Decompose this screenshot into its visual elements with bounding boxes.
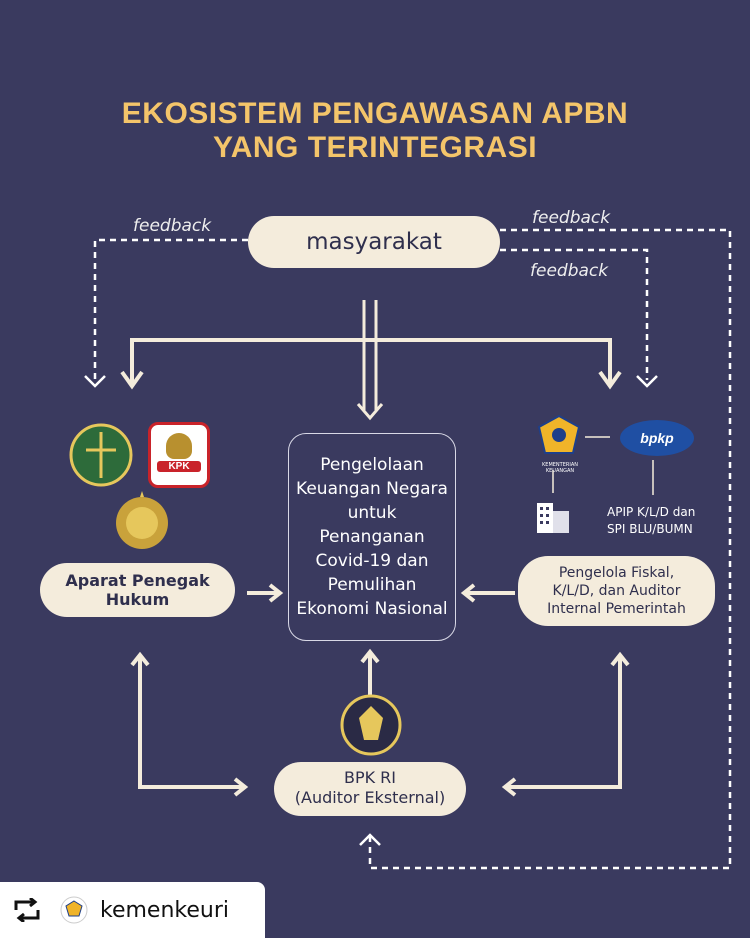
- feedback-label-right-top: feedback: [532, 208, 611, 228]
- left-node-line-2: Hukum: [105, 590, 170, 609]
- feedback-line-right-inner: [500, 248, 649, 380]
- node-bpk-ri: BPK RI (Auditor Eksternal): [274, 762, 466, 816]
- apip-text-line-1: APIP K/L/D dan: [607, 505, 696, 519]
- node-masyarakat: masyarakat: [248, 216, 500, 268]
- kpk-logo-icon: KPK: [148, 422, 210, 488]
- feedback-line-left: [93, 238, 248, 380]
- kemenkeu-logo-icon: [537, 414, 581, 454]
- right-node-line-2: K/L/D, dan Auditor: [552, 583, 681, 599]
- bottom-node-line-1: BPK RI: [343, 768, 397, 787]
- bpkp-label: bpkp: [640, 430, 674, 446]
- center-node: Pengelolaan Keuangan Negara untuk Penang…: [288, 433, 456, 641]
- bpk-logo-icon: [340, 694, 402, 756]
- kpk-label: KPK: [157, 461, 201, 472]
- kemenkeu-logo-text: KEMENTERIAN KEUANGAN: [542, 462, 578, 474]
- feedback-label-left: feedback: [133, 216, 212, 236]
- kemenkeu-avatar-icon[interactable]: [60, 896, 88, 924]
- right-node-line-3: Internal Pemerintah: [547, 601, 686, 617]
- building-icon: [537, 503, 569, 533]
- polri-logo-icon: [116, 491, 168, 549]
- node-pengelola-fiskal: Pengelola Fiskal, K/L/D, dan Auditor Int…: [518, 556, 715, 626]
- apip-text-line-2: SPI BLU/BUMN: [607, 522, 693, 536]
- left-node-line-1: Aparat Penegak: [65, 571, 210, 590]
- apip-text: APIP K/L/D dan SPI BLU/BUMN: [607, 504, 695, 538]
- page-title: EKOSISTEM PENGAWASAN APBN YANG TERINTEGR…: [0, 97, 750, 165]
- repost-icon[interactable]: [12, 898, 42, 922]
- bottom-node-line-2: (Auditor Eksternal): [294, 788, 446, 807]
- repost-footer: kemenkeuri: [0, 882, 265, 938]
- feedback-label-right-bottom: feedback: [530, 261, 609, 281]
- node-aparat-penegak-hukum: Aparat Penegak Hukum: [40, 563, 235, 617]
- right-node-line-1: Pengelola Fiskal,: [558, 565, 675, 581]
- title-line-1: EKOSISTEM PENGAWASAN APBN: [121, 97, 629, 130]
- kejaksaan-logo-icon: [69, 423, 133, 487]
- account-name[interactable]: kemenkeuri: [100, 898, 229, 923]
- title-line-2: YANG TERINTEGRASI: [212, 131, 538, 164]
- bpkp-logo-icon: bpkp: [620, 420, 694, 456]
